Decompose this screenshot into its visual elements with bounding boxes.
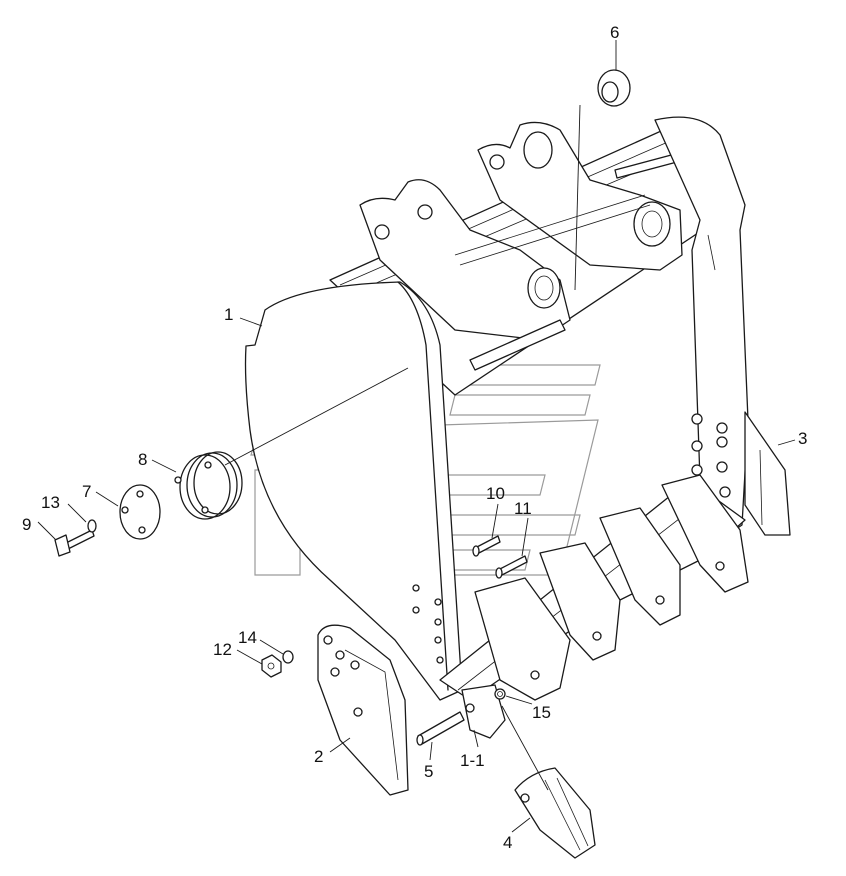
callout-2: 2 bbox=[314, 747, 323, 766]
callout-9: 9 bbox=[22, 515, 31, 534]
tooth-adapters bbox=[461, 474, 749, 739]
callout-13: 13 bbox=[41, 493, 60, 512]
retainer bbox=[494, 688, 506, 700]
right-side-plate bbox=[654, 116, 749, 541]
edge-bolts bbox=[472, 535, 528, 579]
callout-4: 4 bbox=[503, 833, 512, 852]
nut-and-washer bbox=[261, 650, 294, 678]
leader-lines bbox=[37, 40, 796, 833]
side-bolt bbox=[54, 519, 97, 557]
callout-7: 7 bbox=[82, 482, 91, 501]
tooth-pin bbox=[416, 711, 465, 746]
callout-15: 15 bbox=[532, 703, 551, 722]
callout-6: 6 bbox=[610, 23, 619, 42]
callout-8: 8 bbox=[138, 450, 147, 469]
washer-plate bbox=[119, 484, 161, 540]
callout-1: 1 bbox=[224, 305, 233, 324]
shim-pack bbox=[174, 367, 409, 520]
bucket-tooth bbox=[514, 767, 596, 859]
callout-5: 5 bbox=[424, 762, 433, 781]
callout-12: 12 bbox=[213, 640, 232, 659]
callout-3: 3 bbox=[798, 429, 807, 448]
left-side-plate bbox=[244, 281, 463, 701]
callout-14: 14 bbox=[238, 628, 257, 647]
side-cutter bbox=[744, 411, 791, 536]
callout-1-1: 1-1 bbox=[460, 751, 485, 770]
callout-labels: 1 2 3 4 5 6 7 8 9 10 11 12 13 14 15 1-1 bbox=[22, 23, 807, 852]
callout-10: 10 bbox=[486, 484, 505, 503]
side-shroud bbox=[317, 624, 409, 796]
callout-11: 11 bbox=[514, 499, 532, 518]
bushing bbox=[574, 69, 631, 291]
mounting-brackets bbox=[359, 121, 683, 371]
